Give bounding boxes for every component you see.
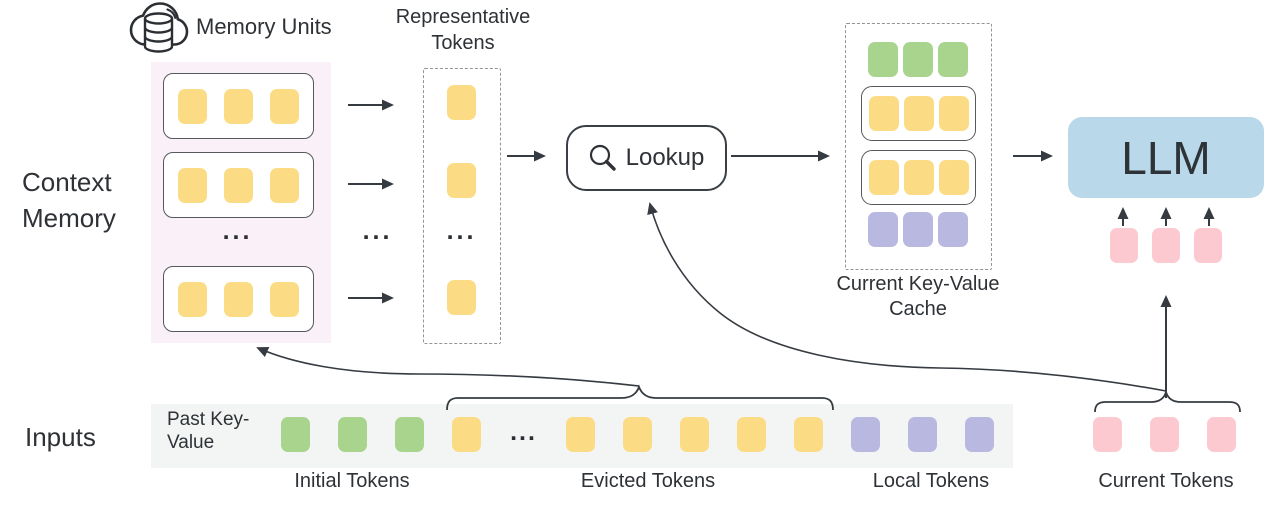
token (178, 281, 207, 317)
inputs-ellipsis: ... (510, 417, 537, 446)
token (851, 417, 880, 452)
token (903, 212, 933, 247)
token (794, 417, 823, 452)
representative-tokens-label: Representative Tokens (395, 6, 531, 54)
llm-label: LLM (1121, 131, 1211, 184)
token (868, 42, 898, 77)
lookup-label: Lookup (625, 144, 705, 171)
token (965, 417, 994, 452)
token (270, 281, 299, 317)
arrow-evicted-to-context-memory (256, 347, 640, 387)
memory-unit (163, 73, 314, 139)
lookup-button: Lookup (566, 125, 727, 191)
token (623, 417, 652, 452)
token (1194, 228, 1222, 263)
cache-memory-unit (861, 86, 976, 141)
token (938, 96, 969, 131)
token (903, 96, 934, 131)
memory-units-label: Memory Units (196, 14, 332, 39)
past-kv-token-row: ... (281, 417, 994, 452)
token (938, 160, 969, 195)
token (903, 160, 934, 195)
token (1207, 417, 1236, 452)
evicted-tokens-label: Evicted Tokens (580, 470, 716, 492)
memory-unit (163, 152, 314, 218)
token (737, 417, 766, 452)
llm-box: LLM (1068, 117, 1264, 198)
token (908, 417, 937, 452)
token (224, 281, 253, 317)
local-tokens-label: Local Tokens (872, 470, 990, 492)
cache-initial-row (868, 42, 968, 77)
representative-tokens-box (423, 68, 501, 344)
between-ellipsis: ... (362, 217, 393, 245)
search-icon (589, 144, 616, 171)
token (868, 96, 899, 131)
token (938, 212, 968, 247)
memory-unit (163, 266, 314, 332)
memory-cloud-database-icon (129, 2, 189, 53)
initial-tokens-label: Initial Tokens (294, 470, 410, 492)
token (338, 417, 367, 452)
token (224, 167, 253, 203)
cache-memory-unit (861, 150, 976, 205)
token (1093, 417, 1122, 452)
token (178, 167, 207, 203)
llm-input-token-row (1110, 228, 1222, 263)
representative-token (447, 163, 476, 198)
token (270, 167, 299, 203)
token (868, 160, 899, 195)
token (903, 42, 933, 77)
token (395, 417, 424, 452)
past-key-value-label: Past Key-Value (167, 409, 250, 453)
token (178, 88, 207, 124)
current-kv-cache-label: Current Key-Value Cache (836, 273, 1000, 320)
representative-token (447, 85, 476, 120)
context-memory-label: Context Memory (22, 167, 116, 233)
token (270, 88, 299, 124)
token (938, 42, 968, 77)
inputs-label: Inputs (25, 422, 96, 452)
token (224, 88, 253, 124)
token (452, 417, 481, 452)
token (1150, 417, 1179, 452)
token (281, 417, 310, 452)
brace-current-tokens (1094, 388, 1241, 413)
representative-token (447, 280, 476, 315)
token (1110, 228, 1138, 263)
token (566, 417, 595, 452)
token (868, 212, 898, 247)
cache-local-row (868, 212, 968, 247)
token (1152, 228, 1180, 263)
representative-ellipsis: ... (446, 217, 477, 245)
token (680, 417, 709, 452)
memory-ellipsis: ... (222, 217, 253, 245)
current-tokens-label: Current Tokens (1098, 470, 1234, 492)
current-token-row (1093, 417, 1236, 452)
